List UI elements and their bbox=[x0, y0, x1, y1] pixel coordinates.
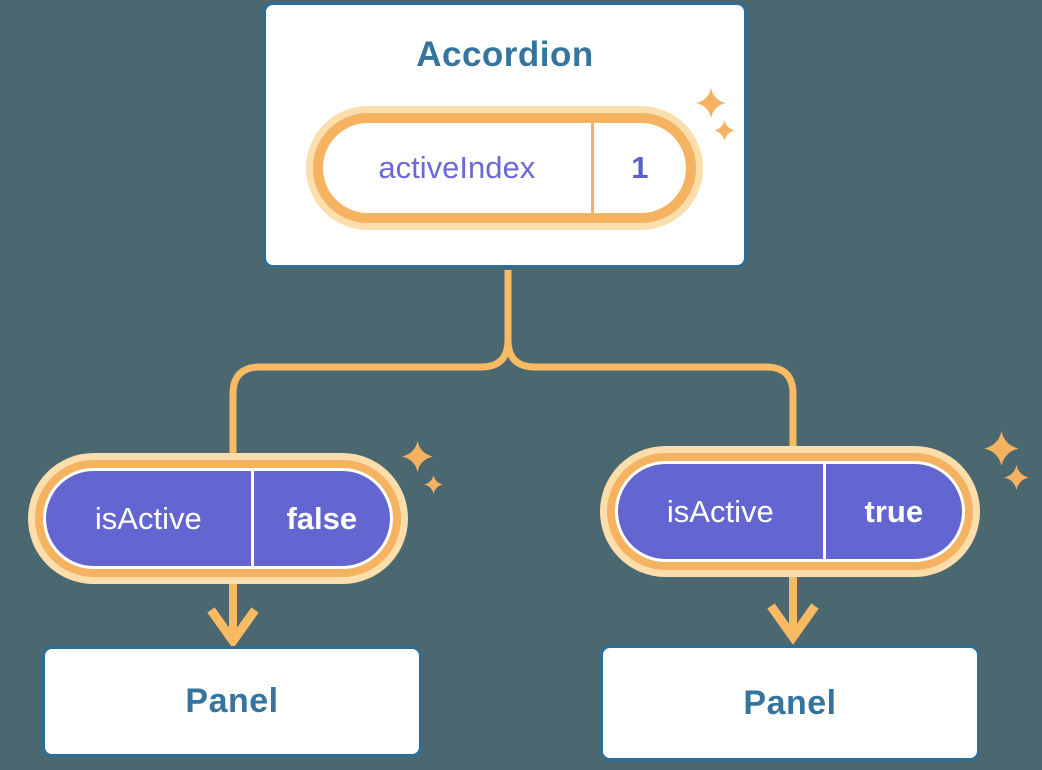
pill-divider bbox=[590, 123, 594, 213]
pill-glow: isActive true bbox=[600, 446, 980, 577]
root-state-pill: activeIndex 1 bbox=[306, 106, 703, 230]
state-value-label: 1 bbox=[631, 150, 649, 185]
state-value-label: false bbox=[286, 500, 358, 536]
panel-label: Panel bbox=[743, 683, 837, 722]
pill-body: isActive true bbox=[618, 464, 962, 559]
pill-ring: isActive true bbox=[607, 453, 973, 570]
pill-body: isActive false bbox=[46, 471, 390, 566]
sparkle-icon bbox=[714, 120, 735, 141]
sparkle-icon bbox=[984, 431, 1019, 466]
pill-ring: isActive false bbox=[35, 460, 401, 577]
sparkle-icon bbox=[696, 88, 726, 118]
sparkle-icon bbox=[402, 441, 433, 472]
pill-glow: activeIndex 1 bbox=[306, 106, 703, 230]
branch-line-left bbox=[229, 270, 512, 460]
child-state-pill-right: isActive true bbox=[600, 446, 980, 577]
state-value-label: true bbox=[864, 493, 924, 529]
pill-divider bbox=[822, 464, 826, 559]
panel-card-left: Panel bbox=[42, 646, 422, 757]
branch-line-right bbox=[504, 270, 797, 452]
child-state-pill-left: isActive false bbox=[28, 453, 408, 584]
panel-card-right: Panel bbox=[600, 645, 980, 761]
panel-label: Panel bbox=[185, 682, 279, 720]
pill-glow: isActive false bbox=[28, 453, 408, 584]
sparkle-icon bbox=[424, 475, 443, 494]
accordion-card-title: Accordion bbox=[416, 35, 594, 74]
pill-ring: activeIndex 1 bbox=[313, 113, 696, 223]
sparkle-icon bbox=[1004, 465, 1029, 490]
state-name-label: isActive bbox=[666, 493, 774, 529]
state-name-label: activeIndex bbox=[378, 150, 536, 185]
arrow-down-icon bbox=[767, 575, 819, 645]
state-name-label: isActive bbox=[94, 500, 202, 536]
arrow-down-icon bbox=[207, 582, 259, 649]
pill-divider bbox=[250, 471, 254, 566]
